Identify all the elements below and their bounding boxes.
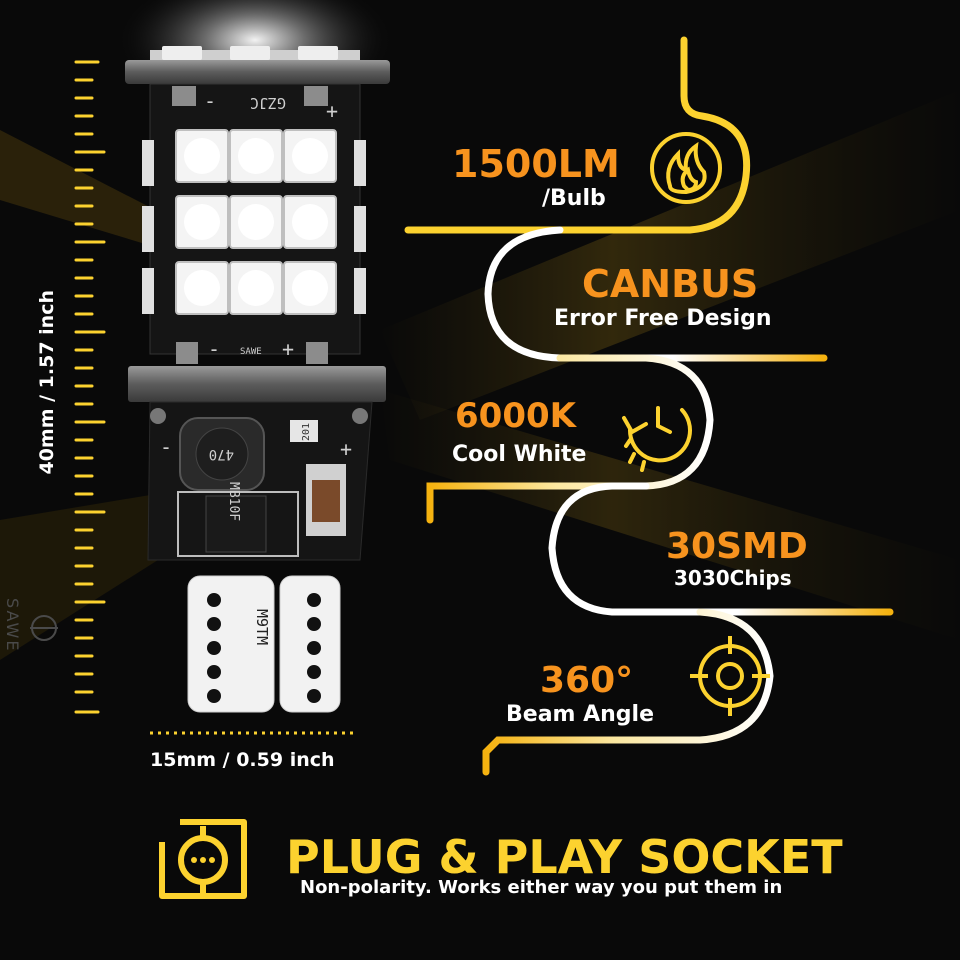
top-brand-mark: GZJC: [250, 94, 286, 112]
chip-label: MB10F: [226, 482, 241, 521]
base-label: M9TM: [253, 609, 271, 645]
plug-socket-dots: [191, 857, 215, 863]
top-minus-mark: -: [204, 89, 216, 113]
base-minus-mark: -: [160, 435, 172, 459]
inductor-label: 470: [209, 446, 234, 462]
bottom-minus-mark: -: [208, 337, 220, 361]
feature-title-beam-angle: 360°: [540, 660, 634, 701]
feature-title-smd: 30SMD: [666, 526, 808, 567]
sawe-mark: [30, 615, 58, 641]
base-plus-mark: +: [340, 437, 352, 461]
plug-socket-icon: [159, 819, 247, 899]
feature-subtitle-beam-angle: Beam Angle: [506, 702, 655, 727]
resistor-label: 201: [301, 423, 312, 441]
crosshair-icon: [690, 636, 770, 716]
feature-subtitle-color-temp: Cool White: [452, 442, 587, 467]
vertical-ruler: [74, 60, 106, 714]
feature-subtitle-canbus: Error Free Design: [554, 306, 772, 331]
bottom-plus-mark: +: [282, 337, 294, 361]
feature-title-lumens: 1500LM: [452, 142, 620, 186]
sawe-watermark: SAWE: [3, 598, 22, 653]
width-dimension-label: 15mm / 0.59 inch: [150, 749, 335, 771]
feature-title-color-temp: 6000K: [455, 396, 576, 436]
feature-subtitle-smd: 3030Chips: [674, 566, 792, 590]
top-plus-mark: +: [326, 99, 338, 123]
bulb-illustration: [125, 46, 390, 713]
feature-ribbon: [404, 36, 894, 776]
feature-subtitle-lumens: /Bulb: [542, 186, 606, 211]
clock-icon: [622, 406, 692, 472]
flame-icon: [650, 132, 722, 204]
bottom-brand-mark: SAWE: [240, 347, 262, 357]
height-dimension-label: 40mm / 1.57 inch: [36, 290, 58, 475]
plug-play-subtitle: Non-polarity. Works either way you put t…: [300, 877, 783, 898]
plug-play-title: PLUG & PLAY SOCKET: [286, 830, 843, 884]
feature-title-canbus: CANBUS: [582, 262, 759, 306]
